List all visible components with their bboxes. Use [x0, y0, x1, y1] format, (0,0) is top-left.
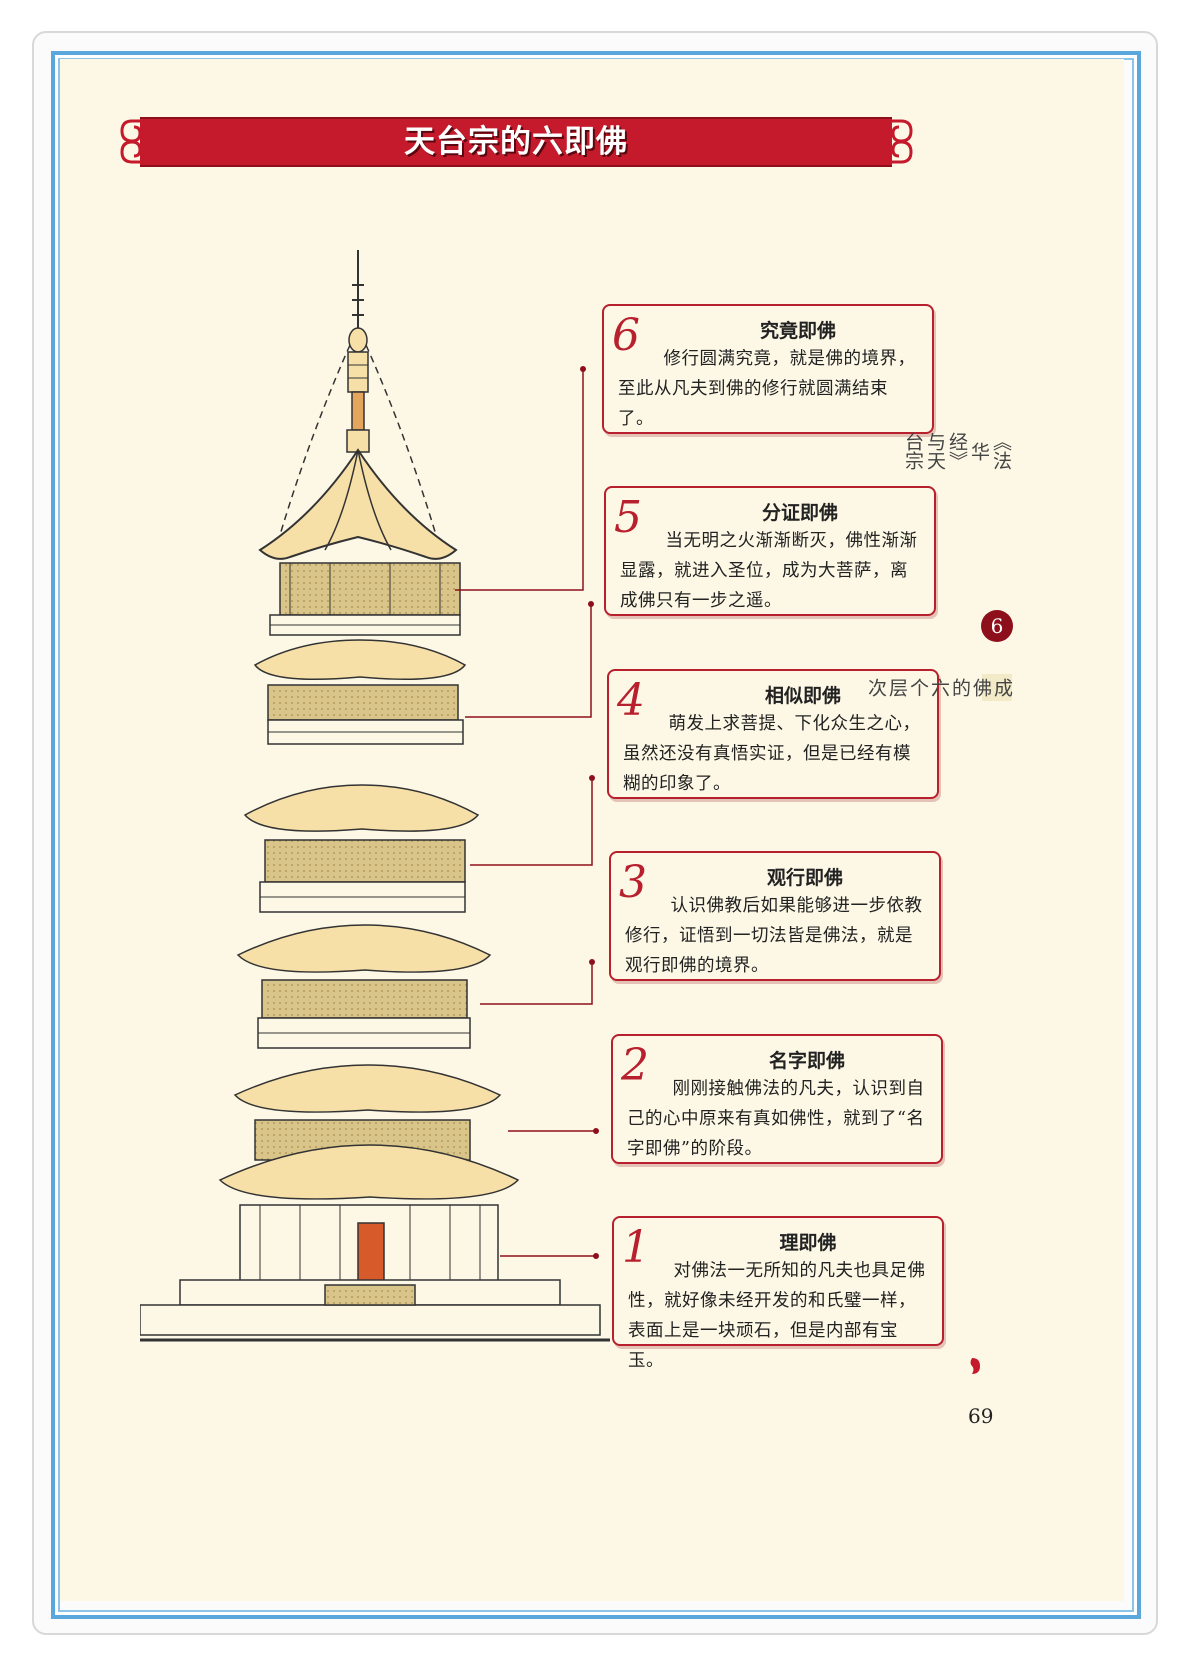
stage-number: 2 [621, 1040, 649, 1091]
stage-box-6: 6 究竟即佛 修行圆满究竟，就是佛的境界，至此从凡夫到佛的修行就圆满结束了。 [602, 304, 934, 434]
stage-description: 修行圆满究竟，就是佛的境界，至此从凡夫到佛的修行就圆满结束了。 [618, 349, 916, 429]
stage-number: 3 [619, 857, 647, 908]
corner-ornament-icon [970, 1358, 980, 1374]
scroll-ornament-left-icon [120, 119, 156, 164]
stage-number: 6 [612, 310, 640, 361]
stage-title: 究竟即佛 [759, 320, 836, 342]
book-title-vertical: 《法华经》与天台宗 [902, 432, 1012, 470]
page-inner-frame [51, 51, 1141, 1619]
chapter-title-vertical: 成佛的六个层次 [865, 674, 1013, 701]
stage-title: 理即佛 [779, 1232, 837, 1254]
title-bar: 天台宗的六即佛 [140, 117, 892, 167]
page-title: 天台宗的六即佛 [404, 124, 628, 160]
stage-description: 萌发上求菩提、下化众生之心，虽然还没有真悟实证，但是已经有模糊的印象了。 [623, 714, 921, 794]
stage-box-2: 2 名字即佛 刚刚接触佛法的凡夫，认识到自己的心中原来有真如佛性，就到了“名字即… [611, 1034, 943, 1164]
stage-number: 4 [617, 675, 645, 726]
stage-box-1: 1 理即佛 对佛法一无所知的凡夫也具足佛性，就好像未经开发的和氏璧一样，表面上是… [612, 1216, 944, 1371]
stage-box-4: 4 相似即佛 萌发上求菩提、下化众生之心，虽然还没有真悟实证，但是已经有模糊的印… [607, 669, 939, 799]
scroll-ornament-right-icon [877, 119, 913, 164]
stage-description: 对佛法一无所知的凡夫也具足佛性，就好像未经开发的和氏璧一样，表面上是一块顽石，但… [628, 1261, 926, 1371]
stage-box-5: 5 分证即佛 当无明之火渐渐断灭，佛性渐渐显露，就进入圣位，成为大菩萨，离成佛只… [604, 486, 936, 616]
title-banner: 天台宗的六即佛 [118, 113, 915, 170]
stage-box-3: 3 观行即佛 认识佛教后如果能够进一步依教修行，证悟到一切法皆是佛法，就是观行即… [609, 851, 941, 981]
pagoda-illustration [140, 250, 610, 1342]
stage-title: 相似即佛 [764, 685, 841, 707]
stage-title: 分证即佛 [761, 502, 838, 524]
stage-description: 当无明之火渐渐断灭，佛性渐渐显露，就进入圣位，成为大菩萨，离成佛只有一步之遥。 [620, 531, 918, 611]
stage-description: 刚刚接触佛法的凡夫，认识到自己的心中原来有真如佛性，就到了“名字即佛”的阶段。 [627, 1079, 925, 1159]
stage-number: 1 [622, 1222, 650, 1273]
chapter-number-badge: 6 [981, 610, 1013, 642]
stage-description: 认识佛教后如果能够进一步依教修行，证悟到一切法皆是佛法，就是观行即佛的境界。 [625, 896, 923, 976]
stage-number: 5 [614, 492, 642, 543]
page-number: 69 [968, 1404, 994, 1428]
stage-title: 名字即佛 [768, 1050, 845, 1072]
stage-title: 观行即佛 [766, 867, 843, 889]
